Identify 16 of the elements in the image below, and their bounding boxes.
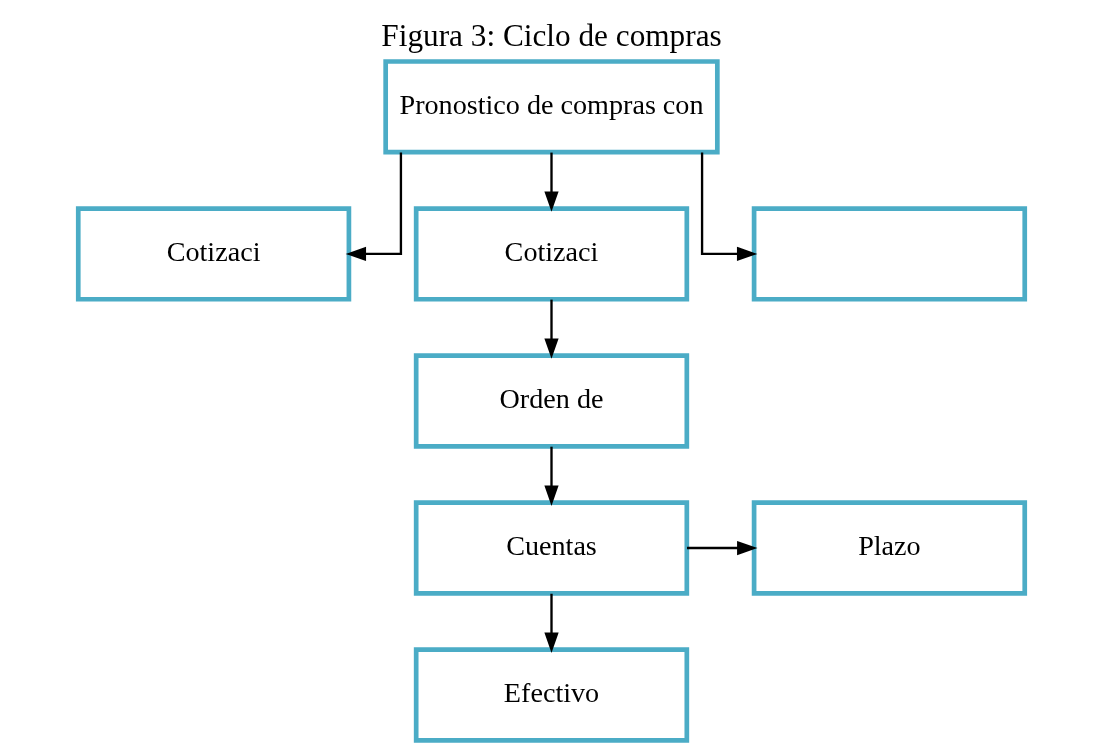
node-box: Cotizaci: [413, 206, 690, 302]
node-box: Cuentas: [413, 500, 690, 596]
node-box: Plazo: [751, 500, 1028, 596]
diagram-title: Figura 3: Ciclo de compras: [381, 17, 722, 53]
arrow: [544, 299, 559, 359]
node-box: Efectivo: [413, 647, 690, 743]
arrow: [687, 540, 758, 556]
node-box: Cotizaci: [75, 206, 352, 302]
arrow: [345, 152, 403, 262]
arrow: [544, 593, 559, 653]
node-box: [751, 206, 1028, 302]
arrow: [700, 152, 758, 262]
node-box: Pronostico de compras con: [383, 59, 720, 155]
arrow: [544, 446, 559, 506]
node-box: Orden de: [413, 353, 690, 449]
arrow: [544, 152, 559, 212]
